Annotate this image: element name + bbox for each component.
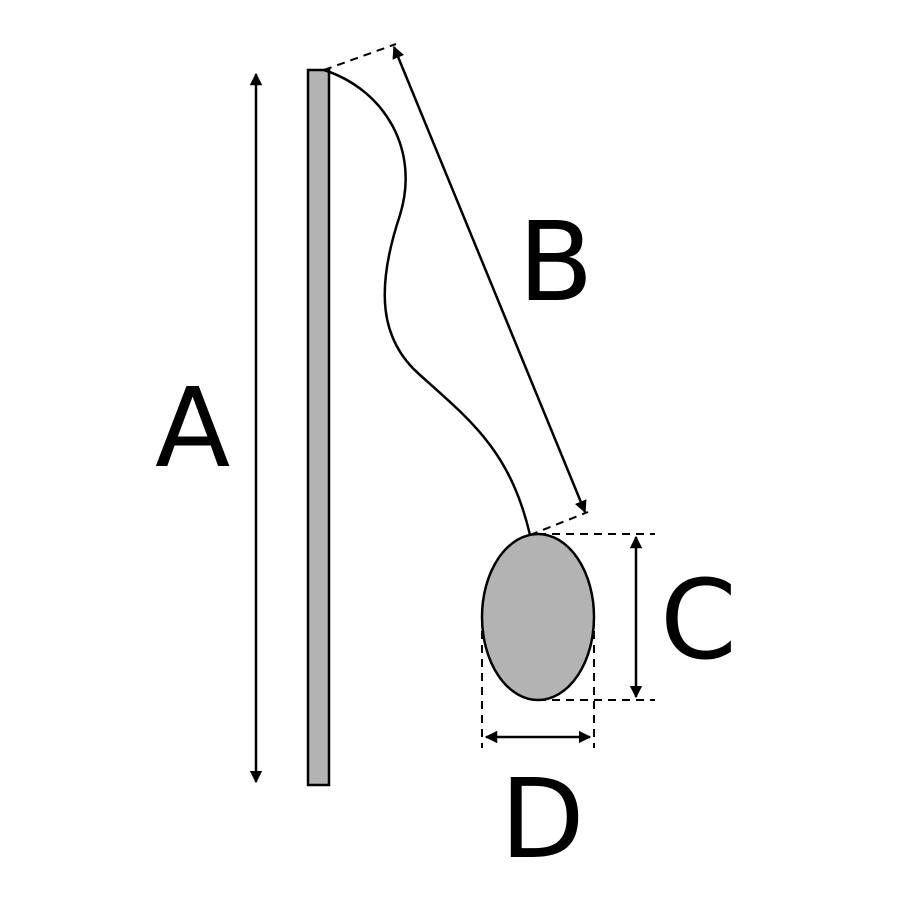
label-a: A	[155, 364, 230, 492]
support-rod	[306, 68, 331, 787]
label-d: D	[500, 755, 585, 883]
dimension-b-extension-top	[323, 43, 397, 71]
pendulum-bob	[480, 532, 596, 702]
dimension-b-extension-bottom	[529, 511, 589, 536]
dimension-b-arrow	[392, 45, 587, 514]
label-b: B	[518, 198, 593, 326]
label-c: C	[660, 556, 737, 684]
